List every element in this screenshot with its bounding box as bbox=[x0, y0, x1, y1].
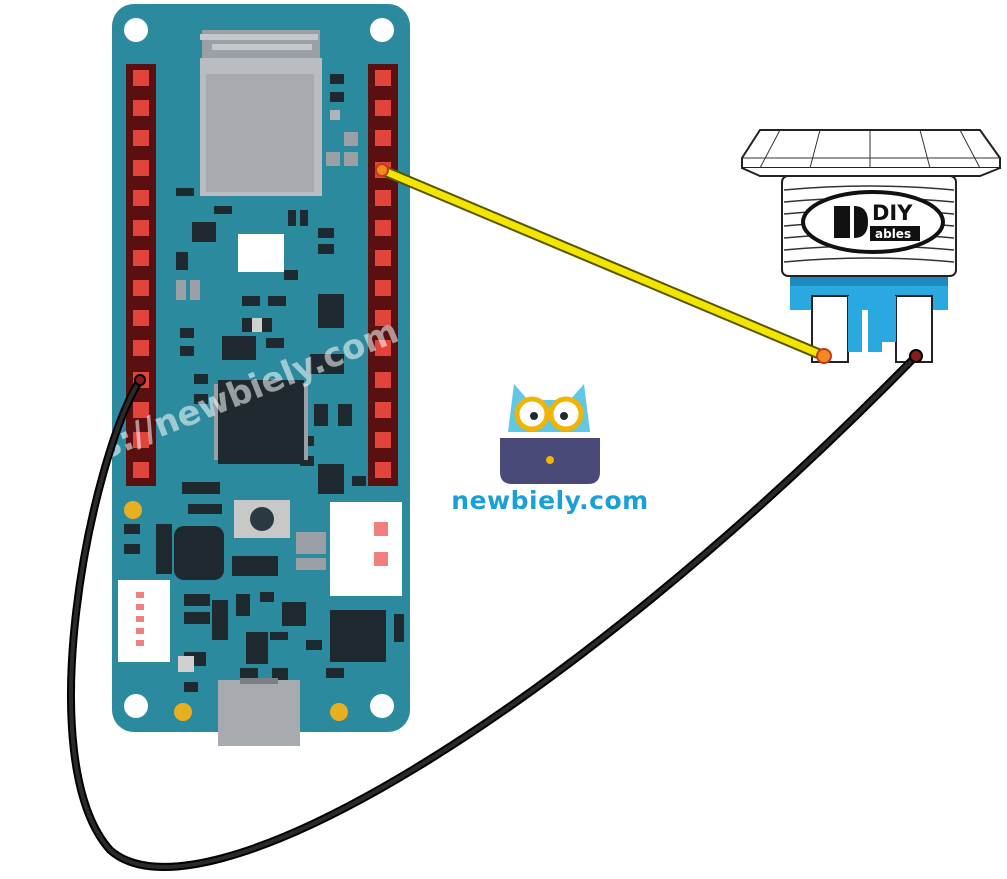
newbiely-logo-text: newbiely.com bbox=[451, 486, 649, 515]
mounting-hole bbox=[370, 694, 394, 718]
mounting-hole bbox=[124, 18, 148, 42]
reset-button bbox=[234, 500, 290, 538]
main-processor-chip bbox=[214, 380, 308, 464]
wire-end-dot bbox=[816, 348, 832, 364]
brand-text-top: DIY bbox=[872, 201, 913, 225]
usb-connector bbox=[218, 678, 300, 746]
mounting-hole bbox=[124, 694, 148, 718]
mounting-hole bbox=[370, 18, 394, 42]
smd-components bbox=[124, 74, 404, 692]
push-button: DIY ables bbox=[741, 129, 1001, 363]
wire-end-dot bbox=[909, 349, 923, 363]
gold-pads bbox=[124, 501, 348, 721]
wire-end-dot bbox=[134, 374, 146, 386]
oscillator bbox=[174, 526, 224, 580]
crypto-chip bbox=[330, 610, 386, 662]
wire-end-dot bbox=[375, 163, 389, 177]
jst-connector bbox=[118, 580, 170, 662]
ground-wire bbox=[67, 349, 923, 871]
led bbox=[178, 656, 194, 672]
wifi-module bbox=[200, 30, 322, 196]
right-pin-header bbox=[368, 64, 398, 486]
diyables-mark-icon bbox=[834, 206, 868, 238]
signal-wire bbox=[375, 163, 832, 364]
battery-connector bbox=[330, 502, 402, 596]
white-component bbox=[238, 234, 284, 272]
newbiely-owl-logo bbox=[500, 384, 600, 484]
brand-text-bottom: ables bbox=[875, 227, 911, 241]
microcontroller-board bbox=[112, 4, 410, 746]
